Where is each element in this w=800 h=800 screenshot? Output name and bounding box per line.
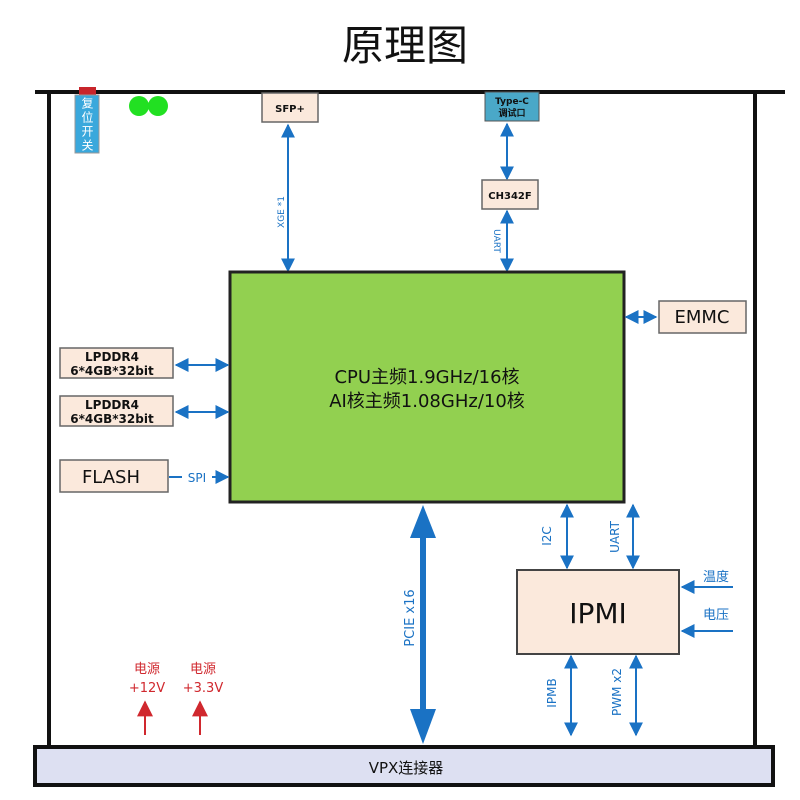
- power-12v-label: 电源: [134, 662, 160, 677]
- svg-text:6*4GB*32bit: 6*4GB*32bit: [70, 364, 154, 378]
- uart-link-label: UART: [491, 229, 501, 253]
- svg-text:6*4GB*32bit: 6*4GB*32bit: [70, 412, 154, 426]
- ipmi-block: IPMI: [516, 569, 680, 655]
- board-frame: [35, 90, 785, 747]
- vpx-connector: VPX连接器: [33, 745, 775, 787]
- flash-block: FLASH: [59, 459, 169, 493]
- svg-text:LPDDR4: LPDDR4: [85, 398, 139, 412]
- reset-switch: 复位开关: [74, 87, 100, 154]
- pwm-link-label: PWM x2: [610, 668, 624, 716]
- svg-text:Type-C: Type-C: [495, 97, 529, 107]
- svg-text:VPX连接器: VPX连接器: [369, 759, 444, 777]
- uart-ipmi-link-label: UART: [608, 520, 622, 552]
- pcie-label: PCIE x16: [403, 589, 418, 646]
- ipmb-link-label: IPMB: [545, 678, 559, 707]
- svg-text:EMMC: EMMC: [674, 307, 729, 328]
- power-12v-value: +12V: [129, 681, 165, 696]
- cpu-block: CPU主频1.9GHz/16核 AI核主频1.08GHz/10核: [228, 270, 626, 504]
- ch342f-block: CH342F: [481, 179, 539, 210]
- svg-text:FLASH: FLASH: [82, 467, 140, 488]
- svg-text:SFP+: SFP+: [275, 104, 305, 115]
- indicator-led: [129, 96, 149, 116]
- temperature-label: 温度: [703, 569, 729, 585]
- svg-text:AI核主频1.08GHz/10核: AI核主频1.08GHz/10核: [329, 391, 525, 412]
- svg-text:LPDDR4: LPDDR4: [85, 350, 139, 364]
- sfp-block: SFP+: [261, 92, 319, 123]
- indicator-led: [148, 96, 168, 116]
- power-3v3-value: +3.3V: [183, 681, 224, 696]
- svg-text:IPMI: IPMI: [569, 597, 627, 630]
- reset-switch-label: 复位开关: [80, 97, 94, 153]
- spi-link-label: SPI: [188, 471, 206, 485]
- pcie-arrow: [410, 505, 436, 744]
- page-title: 原理图: [342, 21, 468, 70]
- svg-text:调试口: 调试口: [498, 107, 525, 119]
- emmc-block: EMMC: [658, 300, 747, 334]
- i2c-link-label: I2C: [540, 526, 554, 546]
- xge-link-label: XGE *1: [277, 196, 287, 228]
- lpddr4-block: LPDDR4 6*4GB*32bit: [59, 395, 174, 427]
- lpddr4-block: LPDDR4 6*4GB*32bit: [59, 347, 174, 379]
- power-3v3-label: 电源: [190, 662, 216, 677]
- svg-text:CPU主频1.9GHz/16核: CPU主频1.9GHz/16核: [334, 367, 519, 388]
- typec-debug-port: Type-C 调试口: [484, 91, 540, 122]
- svg-text:CH342F: CH342F: [488, 191, 531, 202]
- voltage-label: 电压: [703, 608, 729, 623]
